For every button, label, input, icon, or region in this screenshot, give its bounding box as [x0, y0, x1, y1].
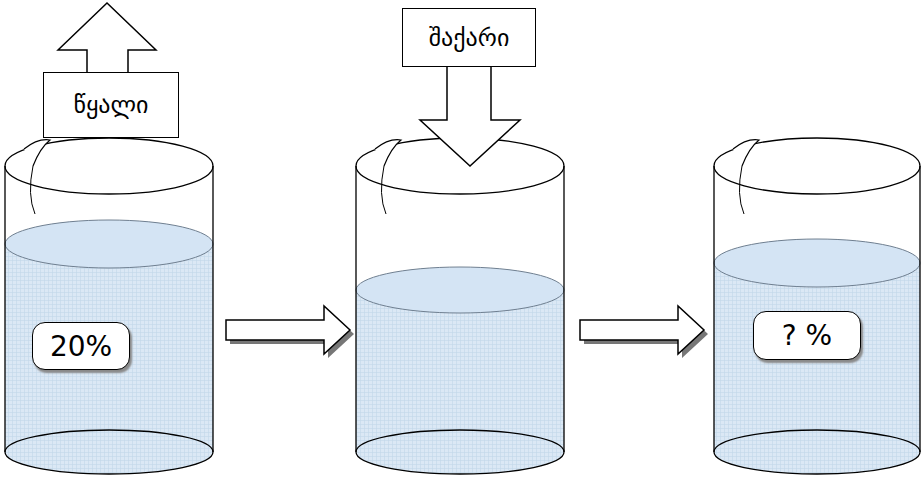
node-text: შაქარი	[429, 24, 510, 52]
down-arrow	[420, 66, 520, 166]
percent-box: 20%	[32, 322, 130, 370]
label-box: შაქარი	[402, 8, 536, 67]
node-text: წყალი	[74, 91, 149, 119]
label-box: წყალი	[43, 72, 179, 138]
node-text: ? %	[782, 319, 832, 352]
process-arrow	[226, 306, 354, 358]
percent-box: ? %	[753, 311, 861, 360]
beaker	[714, 138, 920, 474]
beaker	[356, 138, 564, 474]
up-arrow	[58, 3, 156, 73]
node-text: 20%	[50, 330, 112, 363]
process-arrow	[580, 306, 708, 358]
beaker	[5, 138, 213, 474]
